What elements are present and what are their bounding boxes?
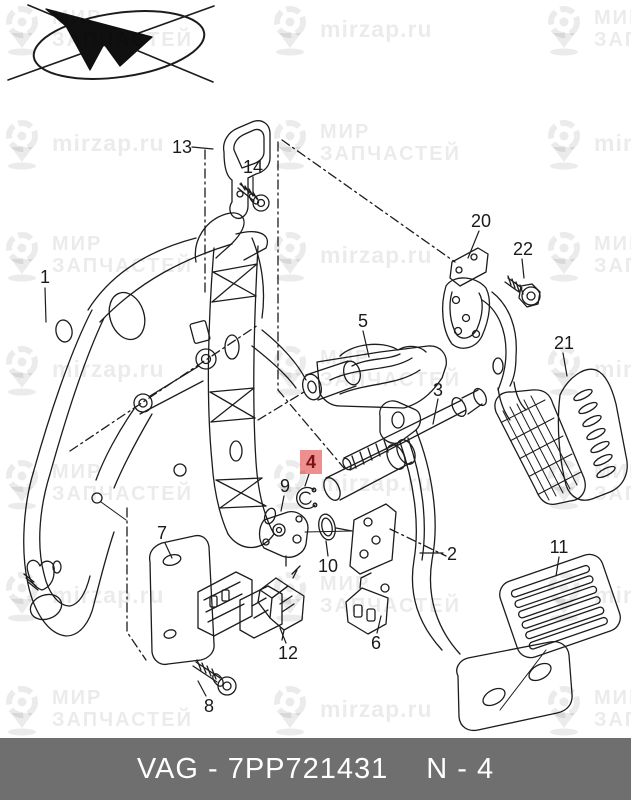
part-callout-8[interactable]: 8: [203, 696, 215, 716]
part-callout-10[interactable]: 10: [317, 556, 339, 576]
part-1-support-bracket: [23, 212, 307, 637]
part-callout-3[interactable]: 3: [432, 380, 444, 400]
part-21-accelerator-pad: [494, 368, 628, 506]
part-22-bolt: [504, 275, 541, 308]
part-6-switch: [345, 572, 390, 635]
footer-bar: VAG - 7PP721431 N - 4: [0, 738, 631, 800]
part-callout-4[interactable]: 4: [299, 450, 323, 474]
part-8-screw: [192, 659, 237, 696]
part-callout-14[interactable]: 14: [242, 157, 264, 177]
part-2-brake-pedal: [304, 400, 573, 732]
part-14-screw: [237, 182, 270, 212]
part-20-accelerator-module: [441, 247, 527, 421]
part-callout-20[interactable]: 20: [470, 211, 492, 231]
callout-leaders: [44, 146, 568, 697]
part-callout-21[interactable]: 21: [553, 333, 575, 353]
footer-page-ref: N - 4: [426, 752, 495, 785]
part-4-retaining-clip: [296, 486, 318, 510]
part-callout-9[interactable]: 9: [279, 476, 291, 496]
part-9-coupler: [258, 507, 309, 567]
part-callout-22[interactable]: 22: [512, 239, 534, 259]
part-callout-12[interactable]: 12: [277, 643, 299, 663]
part-5-footrest: [302, 343, 447, 409]
part-11-pedal-pad: [499, 553, 621, 659]
part-callout-11[interactable]: 11: [549, 537, 569, 557]
part-callout-13[interactable]: 13: [171, 137, 193, 157]
part-10-seal-ring: [318, 513, 353, 541]
part-callout-1[interactable]: 1: [39, 267, 51, 287]
part-3-bolt: [342, 387, 487, 471]
footer-catalog-code: VAG - 7PP721431: [136, 752, 389, 785]
brand-logo: [7, 4, 215, 83]
part-13-retaining-bracket: [222, 120, 271, 220]
part-callout-7[interactable]: 7: [156, 523, 168, 543]
part-callout-6[interactable]: 6: [370, 633, 382, 653]
part-callout-2[interactable]: 2: [446, 544, 458, 564]
part-callout-5[interactable]: 5: [357, 311, 369, 331]
construction-lines: [69, 139, 456, 661]
